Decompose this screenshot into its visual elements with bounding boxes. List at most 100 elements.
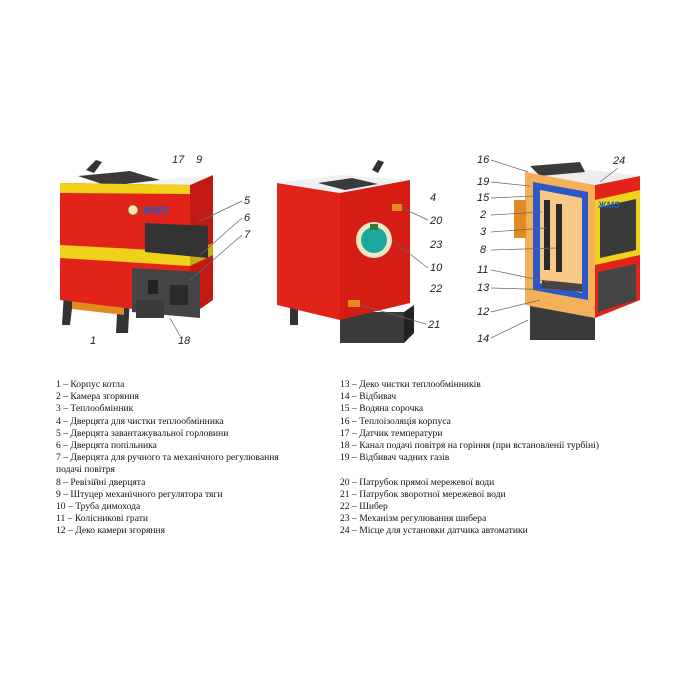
legend-item: 12 – Деко камери згоряння xyxy=(56,525,166,537)
legend-item: 14 – Відбивач xyxy=(340,391,397,403)
base-plate xyxy=(72,300,124,315)
leader-line xyxy=(359,304,427,325)
legend-left-column: 1 – Корпус котла 2 – Камера згоряння 3 –… xyxy=(56,379,326,538)
callout-7: 7 xyxy=(244,229,251,241)
legend-item: 5 – Дверцята завантажувальної горловини xyxy=(56,427,229,439)
legend-item: 20 – Патрубок прямої мережевої води xyxy=(340,476,495,488)
ash-box xyxy=(136,300,164,318)
legend-item: 13 – Деко чистки теплообмінників xyxy=(340,379,481,390)
cutaway-flue xyxy=(514,200,526,238)
boiler-cutaway-view: ЖМЗ xyxy=(514,162,640,340)
callout-6: 6 xyxy=(244,212,251,224)
brand-logo: ЖМЗ xyxy=(141,205,168,217)
legend-item: 10 – Труба димохода xyxy=(56,501,141,513)
callout-19: 19 xyxy=(477,176,489,188)
callout-2: 2 xyxy=(479,209,486,221)
callout-13: 13 xyxy=(477,282,490,294)
callout-22: 22 xyxy=(429,283,442,295)
air-regulation-door xyxy=(148,280,158,294)
callout-16: 16 xyxy=(477,154,490,166)
callout-24: 24 xyxy=(612,155,625,167)
leader-line xyxy=(490,319,529,339)
legend-item: 18 – Канал подачі повітря на горіння (пр… xyxy=(340,440,599,452)
rear-base xyxy=(340,312,404,343)
heat-exchanger xyxy=(544,200,550,270)
cutaway-loading-door xyxy=(600,199,636,258)
flue-gate xyxy=(361,227,387,253)
legend-item: 6 – Дверцята попільника xyxy=(56,440,157,452)
boiler-front-view: ЖМЗ xyxy=(60,160,213,333)
callout-15: 15 xyxy=(477,192,490,204)
leader-line xyxy=(189,234,243,281)
leader-line xyxy=(490,195,535,199)
leader-line xyxy=(490,159,529,173)
callout-8: 8 xyxy=(480,244,487,256)
callout-10: 10 xyxy=(430,262,443,274)
callout-21: 21 xyxy=(427,319,440,331)
front-callouts: 17 9 5 6 7 1 18 xyxy=(90,154,251,347)
top-band xyxy=(60,183,190,194)
callout-4: 4 xyxy=(430,192,436,204)
leader-line xyxy=(199,217,243,256)
callout-20: 20 xyxy=(429,215,443,227)
legend-item: 7 – Дверцята для ручного та механічного … xyxy=(56,452,279,464)
leader-line xyxy=(490,181,531,187)
leader-line xyxy=(197,200,243,223)
leader-line xyxy=(490,227,547,233)
leader-line xyxy=(490,211,543,216)
callout-1: 1 xyxy=(90,335,96,347)
callout-11: 11 xyxy=(477,264,488,276)
fire-grate xyxy=(542,280,582,292)
legend-item: 23 – Механізм регулювання шибера xyxy=(340,513,487,525)
legend-item: 21 – Патрубок зворотної мережевої води xyxy=(340,488,506,500)
legend-spacer xyxy=(340,464,670,476)
rear-side-face xyxy=(277,183,340,320)
boiler-rear-view xyxy=(277,160,414,343)
rear-top-handle xyxy=(372,160,384,173)
callout-12: 12 xyxy=(477,306,489,318)
loading-door xyxy=(145,223,208,258)
legend-item: 11 – Колісникові грати xyxy=(56,513,149,525)
callout-5: 5 xyxy=(244,195,251,207)
callout-23: 23 xyxy=(429,239,443,251)
callout-14: 14 xyxy=(477,333,489,345)
legend-item: 4 – Дверцята для чистки теплообмінника xyxy=(56,415,224,427)
legend-item: 3 – Теплообмінник xyxy=(56,403,134,415)
legend-item: 15 – Водяна сорочка xyxy=(340,403,424,415)
callout-9: 9 xyxy=(196,154,202,166)
callout-17: 17 xyxy=(172,154,185,166)
leader-line xyxy=(391,239,429,269)
leader-line xyxy=(490,287,561,291)
callout-18: 18 xyxy=(178,335,191,347)
legend-item: 19 – Відбивач чадних газів xyxy=(340,452,450,464)
cutaway-top-lid xyxy=(530,162,585,176)
legend-item: 9 – Штуцер механічного регулятора тяги xyxy=(56,488,223,500)
legend-item: 22 – Шибер xyxy=(340,501,388,513)
legend-right-column: 13 – Деко чистки теплообмінників 14 – Ві… xyxy=(340,379,670,538)
rear-base-side xyxy=(404,305,414,343)
return-pipe xyxy=(348,300,360,307)
leader-line xyxy=(490,299,541,313)
revision-door xyxy=(170,285,188,305)
gate-mechanism xyxy=(370,224,378,230)
legend-item: 16 – Теплоізоляція корпуса xyxy=(340,415,451,427)
legend-item: 17 – Датчик температури xyxy=(340,427,443,439)
leader-line xyxy=(490,269,551,283)
legend-item: 1 – Корпус котла xyxy=(56,379,125,390)
legend-item: 2 – Камера згоряння xyxy=(56,391,139,403)
rear-callouts: 4 20 23 10 22 21 xyxy=(359,192,443,331)
cutaway-ash-door xyxy=(598,264,636,312)
leader-line xyxy=(401,207,429,221)
callout-3: 3 xyxy=(480,226,487,238)
cutaway-brand-logo: ЖМЗ xyxy=(597,200,620,210)
leader-line xyxy=(169,317,181,337)
top-handle xyxy=(86,160,102,173)
cutaway-callouts: 16 19 15 2 3 8 11 13 12 14 24 xyxy=(477,154,625,345)
leader-line xyxy=(599,167,619,183)
supply-pipe xyxy=(392,204,402,211)
legend-item: 8 – Ревізійні дверцята xyxy=(56,476,146,488)
heat-exchanger xyxy=(556,204,562,272)
legend-item: 24 – Місце для установки датчика автомат… xyxy=(340,525,528,537)
rear-top-lid xyxy=(318,178,378,190)
legend-item-continuation: подачі повітря xyxy=(56,464,115,476)
